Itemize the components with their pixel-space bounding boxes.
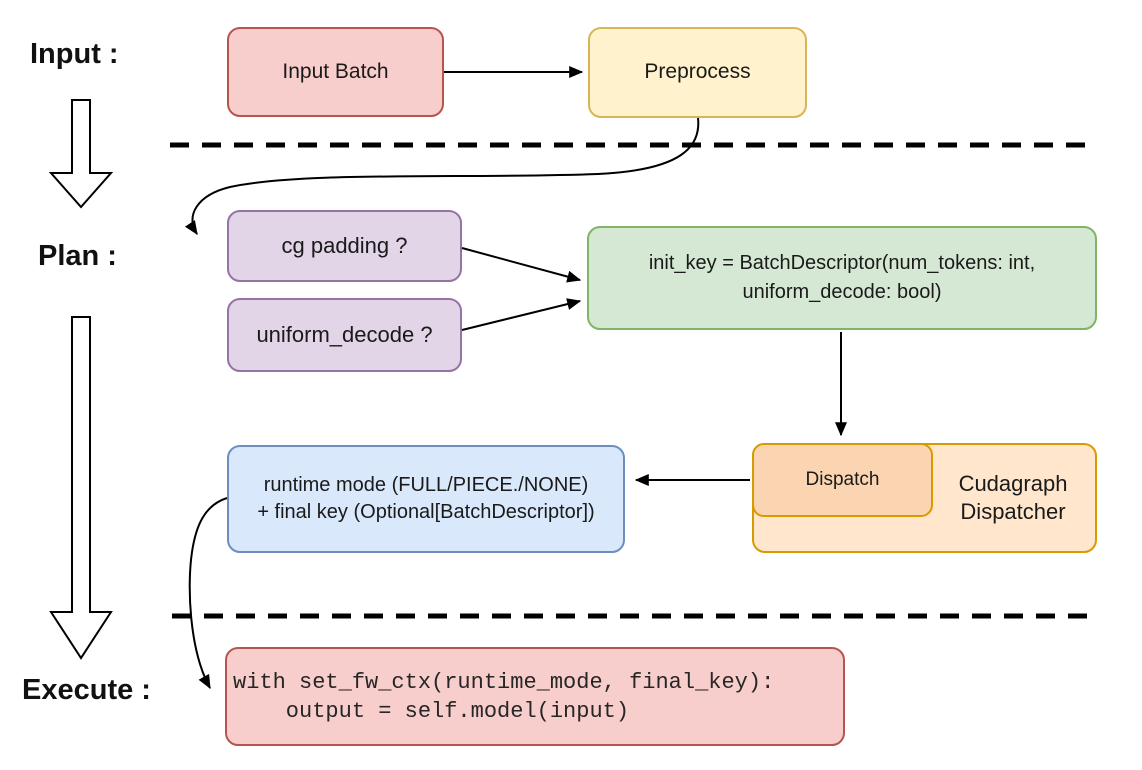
node-preprocess-label: Preprocess <box>644 60 751 84</box>
node-uniform-decode-label: uniform_decode ? <box>256 322 433 348</box>
node-init-key-line2: uniform_decode: bool) <box>742 281 942 303</box>
node-runtime-mode-line1: runtime mode (FULL/PIECE./NONE) <box>263 474 589 496</box>
node-init-key-line1: init_key = BatchDescriptor(num_tokens: i… <box>648 252 1036 274</box>
execute-code-line1: with set_fw_ctx(runtime_mode, final_key)… <box>233 669 775 695</box>
stage-label-plan: Plan : <box>38 240 117 272</box>
stage-label-execute: Execute : <box>22 674 151 706</box>
cudagraph-line1: Cudagraph <box>958 471 1068 496</box>
stage-label-input: Input : <box>30 38 119 70</box>
node-cg-padding-label: cg padding ? <box>281 233 408 259</box>
node-cg-padding: cg padding ? <box>227 210 462 282</box>
node-preprocess: Preprocess <box>588 27 807 118</box>
node-dispatch-label: Dispatch <box>805 469 880 491</box>
stage-flow-arrow-plan-execute-icon <box>49 316 113 660</box>
node-runtime-mode: runtime mode (FULL/PIECE./NONE) + final … <box>227 445 625 553</box>
execute-code-line2: output = self.model(input) <box>233 698 630 724</box>
edge-uniformdecode-initkey <box>461 298 582 331</box>
node-input-batch-label: Input Batch <box>282 59 389 83</box>
node-input-batch: Input Batch <box>227 27 444 117</box>
node-uniform-decode: uniform_decode ? <box>227 298 462 372</box>
edge-runtimemode-executecode <box>188 497 228 690</box>
node-cudagraph-dispatcher-label: Cudagraph Dispatcher <box>931 445 1095 551</box>
node-runtime-mode-line2: + final key (Optional[BatchDescriptor]) <box>257 501 595 523</box>
cudagraph-line2: Dispatcher <box>960 499 1066 524</box>
edge-cgpadding-initkey <box>461 247 582 283</box>
node-execute-code: with set_fw_ctx(runtime_mode, final_key)… <box>225 647 845 746</box>
stage-flow-arrow-input-icon <box>48 99 114 209</box>
node-dispatch: Dispatch <box>752 443 933 517</box>
node-init-key: init_key = BatchDescriptor(num_tokens: i… <box>587 226 1097 330</box>
